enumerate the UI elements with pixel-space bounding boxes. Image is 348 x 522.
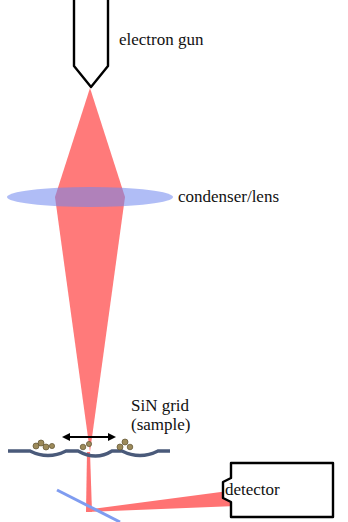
electron-gun: electron gun xyxy=(73,0,109,88)
node-label: electron gun xyxy=(119,30,204,50)
lens-label: condenser/lens xyxy=(178,187,346,206)
electron-beam xyxy=(86,452,92,512)
reflected-beam xyxy=(86,490,236,512)
condenser-lens xyxy=(7,187,173,207)
electron-beam xyxy=(55,88,125,197)
mirror xyxy=(57,490,120,522)
electron-beam xyxy=(55,197,125,452)
detector-box: detector xyxy=(210,462,346,518)
sample-particles xyxy=(33,439,133,450)
sin-grid xyxy=(8,451,170,456)
node-label: detector xyxy=(225,480,280,500)
node-outline xyxy=(73,0,109,88)
sample-label: SiN grid (sample) xyxy=(131,396,231,434)
scan-arrow xyxy=(62,433,116,441)
